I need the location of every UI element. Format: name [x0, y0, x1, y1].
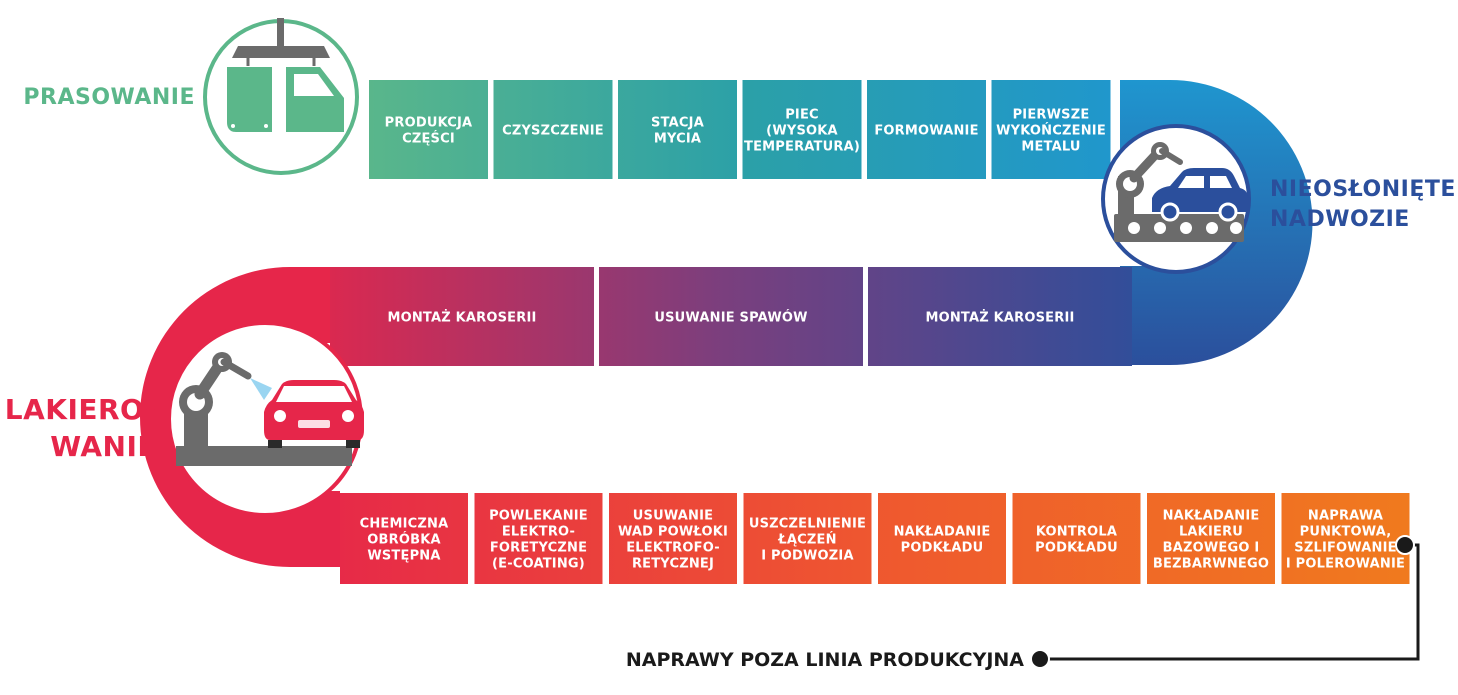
row1-step-label: MYCIA: [654, 132, 701, 147]
stage-label-paint-line1: LAKIERO-: [5, 393, 157, 426]
row3-step-label: OBRÓBKA: [367, 532, 440, 548]
row3-step-label: PUNKTOWA,: [1300, 525, 1392, 540]
row3-step-box: [743, 493, 872, 584]
row3-step-box: [1012, 493, 1141, 584]
row3-step-box: [340, 493, 468, 584]
row3-step-label: NAKŁADANIE: [1163, 509, 1260, 524]
row3-step-label: I PODWOZIA: [761, 549, 853, 564]
row1-step-label: (WYSOKA: [766, 124, 838, 139]
row3-step-label: CHEMICZNA: [360, 517, 449, 532]
row1-step-label: CZĘŚCI: [402, 131, 455, 147]
row3-step-box: [609, 493, 737, 584]
row3-step-label: FORETYCZNE: [490, 541, 587, 556]
row1-step-label: CZYSZCZENIE: [502, 124, 604, 139]
row-body-assembly: MONTAŻ KAROSERII USUWANIE SPAWÓW MONTAŻ KA…: [330, 267, 1132, 366]
row2-step-label: USUWANIE SPAWÓW: [654, 310, 807, 326]
row3-step-label: BEZBARWNEGO: [1153, 557, 1269, 572]
row2-step-label: MONTAŻ KAROSERII: [925, 310, 1074, 326]
row1-step-box: [493, 80, 613, 179]
row3-step-label: NAPRAWA: [1308, 509, 1383, 524]
row3-step-label: (E-COATING): [492, 557, 585, 572]
row3-step-label: ŁĄCZEŃ: [777, 532, 836, 548]
row3-step-label: I POLEROWANIE: [1286, 557, 1405, 572]
row3-step-label: SZLIFOWANIE: [1294, 541, 1396, 556]
row3-step-label: NAKŁADANIE: [894, 525, 991, 540]
row3-step-label: BAZOWEGO I: [1163, 541, 1260, 556]
pressing-stage-icon: [203, 18, 359, 175]
stage-label-body-line2: NADWOZIE: [1270, 207, 1410, 232]
row3-step-label: POWLEKANIE: [489, 509, 588, 524]
row1-step-box: [867, 80, 986, 179]
row3-step-box: [1281, 493, 1410, 584]
row3-step-label: ELEKTRO-: [502, 525, 575, 540]
row3-step-label: WAD POWŁOKI: [618, 525, 728, 540]
row2-step-box: [330, 267, 594, 366]
row3-step-label: RETYCZNEJ: [632, 557, 714, 572]
row3-step-box: [878, 493, 1006, 584]
row1-step-label: PIEC: [785, 108, 819, 123]
row-painting: CHEMICZNAOBRÓBKAWSTĘPNAPOWLEKANIEELEKTRO…: [340, 493, 1410, 584]
painting-stage-icon: [167, 321, 364, 517]
row3-step-label: USUWANIE: [633, 509, 714, 524]
row3-step-label: PODKŁADU: [901, 541, 984, 556]
row1-step-label: PRODUKCJA: [385, 116, 473, 131]
row1-step-box: [991, 80, 1111, 179]
row3-step-box: [1147, 493, 1275, 584]
row1-step-label: TEMPERATURA): [744, 140, 860, 155]
row2-step-label: MONTAŻ KAROSERII: [387, 310, 536, 326]
row1-step-label: METALU: [1021, 140, 1080, 155]
row1-step-box: [618, 80, 737, 179]
row2-step-box: [599, 267, 863, 366]
row3-step-label: WSTĘPNA: [367, 549, 440, 564]
row2-step-box: [868, 267, 1132, 366]
row3-step-label: USZCZELNIENIE: [749, 517, 866, 532]
stage-label-paint-line2: WANIE: [50, 430, 157, 463]
stage-label-pressing: PRASOWANIE: [23, 85, 195, 110]
offline-repair-connector: [1030, 535, 1420, 669]
row3-step-box: [474, 493, 603, 584]
row1-step-label: FORMOWANIE: [874, 124, 978, 139]
offline-repairs-label: NAPRAWY POZA LINIA PRODUKCYJNA: [626, 649, 1024, 671]
row1-step-box: [369, 80, 488, 179]
row1-step-label: STACJA: [651, 116, 704, 131]
row3-step-label: KONTROLA: [1036, 525, 1117, 540]
stage-label-body-line1: NIEOSŁONIĘTE: [1270, 177, 1456, 202]
row3-step-label: LAKIERU: [1179, 525, 1243, 540]
row1-step-label: PIERWSZE: [1013, 108, 1090, 123]
row3-step-label: PODKŁADU: [1035, 541, 1118, 556]
row1-step-label: WYKOŃCZENIE: [996, 123, 1106, 139]
row1-step-box: [742, 80, 862, 179]
body-in-white-stage-icon: [1101, 124, 1251, 274]
row3-step-label: ELEKTROFO-: [626, 541, 720, 556]
